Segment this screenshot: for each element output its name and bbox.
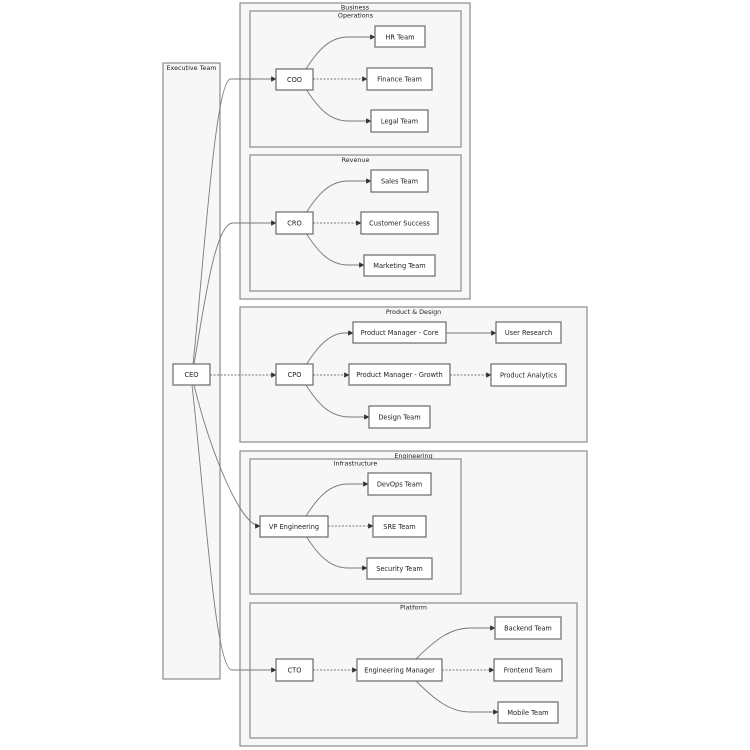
node-cto[interactable]: CTO [275,658,314,682]
edge-ceo-vp-engineering [193,384,261,529]
node-label-user-research: User Research [505,329,552,337]
node-label-design-team: Design Team [378,414,420,422]
edge-em-mobile [414,679,499,715]
node-label-marketing-team: Marketing Team [373,262,425,270]
node-customer-success[interactable]: Customer Success [360,211,439,235]
node-label-finance-team: Finance Team [377,76,422,84]
node-frontend-team[interactable]: Frontend Team [493,658,563,682]
node-pm-growth[interactable]: Product Manager - Growth [348,363,451,386]
cluster-label-platform: Platform [400,604,427,612]
node-sre-team[interactable]: SRE Team [372,515,427,538]
node-label-legal-team: Legal Team [381,118,418,126]
node-pm-core[interactable]: Product Manager - Core [352,321,447,344]
edge-cpo-pm-core [305,330,354,366]
edge-ceo-coo [192,76,277,365]
node-ceo[interactable]: CEO [172,363,211,386]
node-label-devops-team: DevOps Team [377,481,422,489]
node-label-pm-core: Product Manager - Core [361,329,439,337]
node-coo[interactable]: COO [275,68,314,91]
cluster-label-business: Business [341,4,370,12]
node-security-team[interactable]: Security Team [366,557,433,580]
edge-ceo-cto [191,384,277,673]
edge-cro-marketing [305,232,365,268]
node-label-hr-team: HR Team [385,34,414,42]
edge-vp-devops [305,481,369,517]
node-label-cto: CTO [288,667,302,675]
node-cpo[interactable]: CPO [275,363,314,386]
cluster-label-operations: Operations [338,12,374,20]
node-label-cro: CRO [287,220,301,228]
edge-ceo-cro [193,220,277,365]
edge-vp-security [305,535,368,571]
node-product-analytics[interactable]: Product Analytics [490,363,567,387]
node-cro[interactable]: CRO [275,211,314,235]
node-label-customer-success: Customer Success [369,220,430,228]
node-label-product-analytics: Product Analytics [500,372,558,380]
cluster-label-product-design: Product & Design [386,308,441,316]
node-sales-team[interactable]: Sales Team [370,169,429,193]
node-vp-engineering[interactable]: VP Engineering [259,515,329,538]
node-label-security-team: Security Team [376,565,423,573]
cluster-label-executive-team: Executive Team [166,64,216,72]
edge-em-backend [414,625,496,661]
node-label-frontend-team: Frontend Team [504,667,553,675]
node-engineering-manager[interactable]: Engineering Manager [356,658,443,682]
node-design-team[interactable]: Design Team [368,405,431,429]
node-finance-team[interactable]: Finance Team [366,67,433,91]
edge-coo-legal [305,88,372,124]
node-label-cpo: CPO [288,371,302,379]
node-backend-team[interactable]: Backend Team [494,616,562,640]
node-user-research[interactable]: User Research [495,321,562,344]
node-label-vp-engineering: VP Engineering [269,523,319,531]
node-devops-team[interactable]: DevOps Team [367,472,432,496]
node-hr-team[interactable]: HR Team [374,25,426,48]
node-label-backend-team: Backend Team [504,625,552,633]
node-label-mobile-team: Mobile Team [507,709,548,717]
node-marketing-team[interactable]: Marketing Team [363,254,436,277]
edges [191,34,499,715]
node-label-engineering-manager: Engineering Manager [364,667,435,675]
node-mobile-team[interactable]: Mobile Team [497,701,559,724]
edge-cro-sales [305,178,372,214]
cluster-label-engineering: Engineering [394,452,432,460]
node-label-sales-team: Sales Team [381,178,418,186]
node-label-sre-team: SRE Team [383,523,415,531]
node-legal-team[interactable]: Legal Team [370,109,429,133]
edge-coo-hr [305,34,376,70]
node-label-pm-growth: Product Manager - Growth [356,371,442,379]
edge-cpo-design [305,384,370,420]
node-label-ceo: CEO [185,371,199,379]
cluster-label-infrastructure: Infrastructure [334,460,378,468]
node-label-coo: COO [287,76,302,84]
cluster-label-revenue: Revenue [342,156,370,164]
